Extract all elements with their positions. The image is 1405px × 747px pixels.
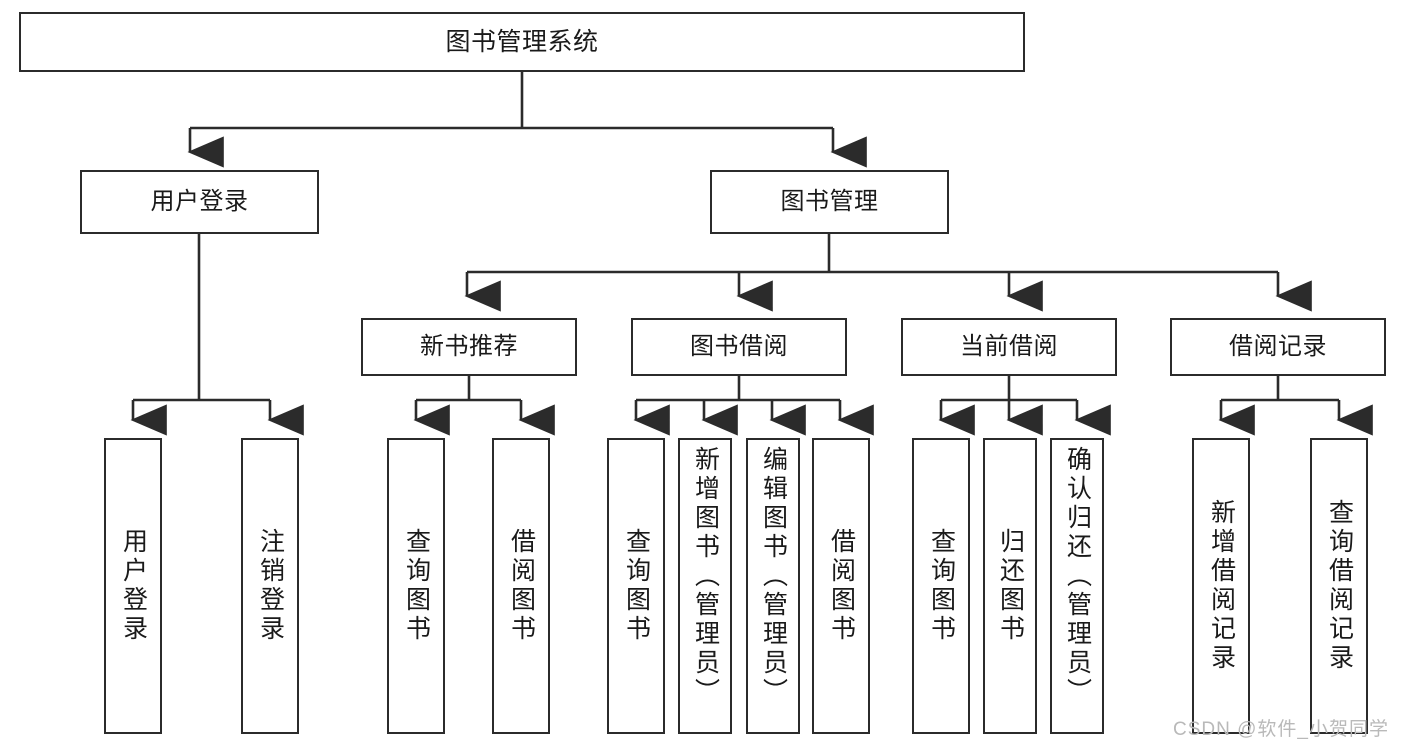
leaf-current-borrow-return-books-label: 归还图书 [996, 528, 1025, 644]
leaf-current-borrow-confirm-return-admin[interactable]: 确认归还（管理员） [1050, 438, 1104, 734]
leaf-book-borrow-add-book-admin[interactable]: 新增图书（管理员） [678, 438, 732, 734]
leaf-new-book-query-books[interactable]: 查询图书 [387, 438, 445, 734]
leaf-current-borrow-return-books[interactable]: 归还图书 [983, 438, 1037, 734]
node-borrow-record[interactable]: 借阅记录 [1170, 318, 1386, 376]
node-new-book-recommend[interactable]: 新书推荐 [361, 318, 577, 376]
leaf-user-login-signout-label: 注销登录 [256, 528, 285, 644]
node-user-login[interactable]: 用户登录 [80, 170, 319, 234]
node-book-borrow[interactable]: 图书借阅 [631, 318, 847, 376]
leaf-user-login-signout[interactable]: 注销登录 [241, 438, 299, 734]
node-user-login-label: 用户登录 [150, 187, 249, 215]
leaf-book-borrow-query-books-label: 查询图书 [622, 528, 651, 644]
leaf-book-borrow-edit-book-admin-label: 编辑图书（管理员） [759, 446, 788, 707]
leaf-borrow-record-query-record-label: 查询借阅记录 [1325, 499, 1354, 673]
node-current-borrow[interactable]: 当前借阅 [901, 318, 1117, 376]
leaf-borrow-record-add-record[interactable]: 新增借阅记录 [1192, 438, 1250, 734]
leaf-book-borrow-add-book-admin-label: 新增图书（管理员） [691, 446, 720, 707]
node-book-management-label: 图书管理 [780, 187, 879, 215]
leaf-borrow-record-add-record-label: 新增借阅记录 [1207, 499, 1236, 673]
csdn-watermark: CSDN @软件_小贺同学 [1173, 719, 1389, 740]
node-new-book-recommend-label: 新书推荐 [420, 332, 518, 360]
node-book-management[interactable]: 图书管理 [710, 170, 949, 234]
leaf-book-borrow-borrow-books[interactable]: 借阅图书 [812, 438, 870, 734]
leaf-book-borrow-edit-book-admin[interactable]: 编辑图书（管理员） [746, 438, 800, 734]
leaf-new-book-borrow-books-label: 借阅图书 [507, 528, 536, 644]
leaf-book-borrow-borrow-books-label: 借阅图书 [827, 528, 856, 644]
leaf-current-borrow-confirm-return-admin-label: 确认归还（管理员） [1063, 446, 1092, 707]
node-root[interactable]: 图书管理系统 [19, 12, 1025, 72]
node-current-borrow-label: 当前借阅 [960, 332, 1058, 360]
leaf-new-book-query-books-label: 查询图书 [402, 528, 431, 644]
leaf-current-borrow-query-books-label: 查询图书 [927, 528, 956, 644]
leaf-user-login-signin[interactable]: 用户登录 [104, 438, 162, 734]
leaf-borrow-record-query-record[interactable]: 查询借阅记录 [1310, 438, 1368, 734]
leaf-book-borrow-query-books[interactable]: 查询图书 [607, 438, 665, 734]
node-root-label: 图书管理系统 [445, 28, 599, 56]
leaf-current-borrow-query-books[interactable]: 查询图书 [912, 438, 970, 734]
node-borrow-record-label: 借阅记录 [1229, 332, 1327, 360]
node-book-borrow-label: 图书借阅 [690, 332, 788, 360]
leaf-new-book-borrow-books[interactable]: 借阅图书 [492, 438, 550, 734]
leaf-user-login-signin-label: 用户登录 [119, 528, 148, 644]
